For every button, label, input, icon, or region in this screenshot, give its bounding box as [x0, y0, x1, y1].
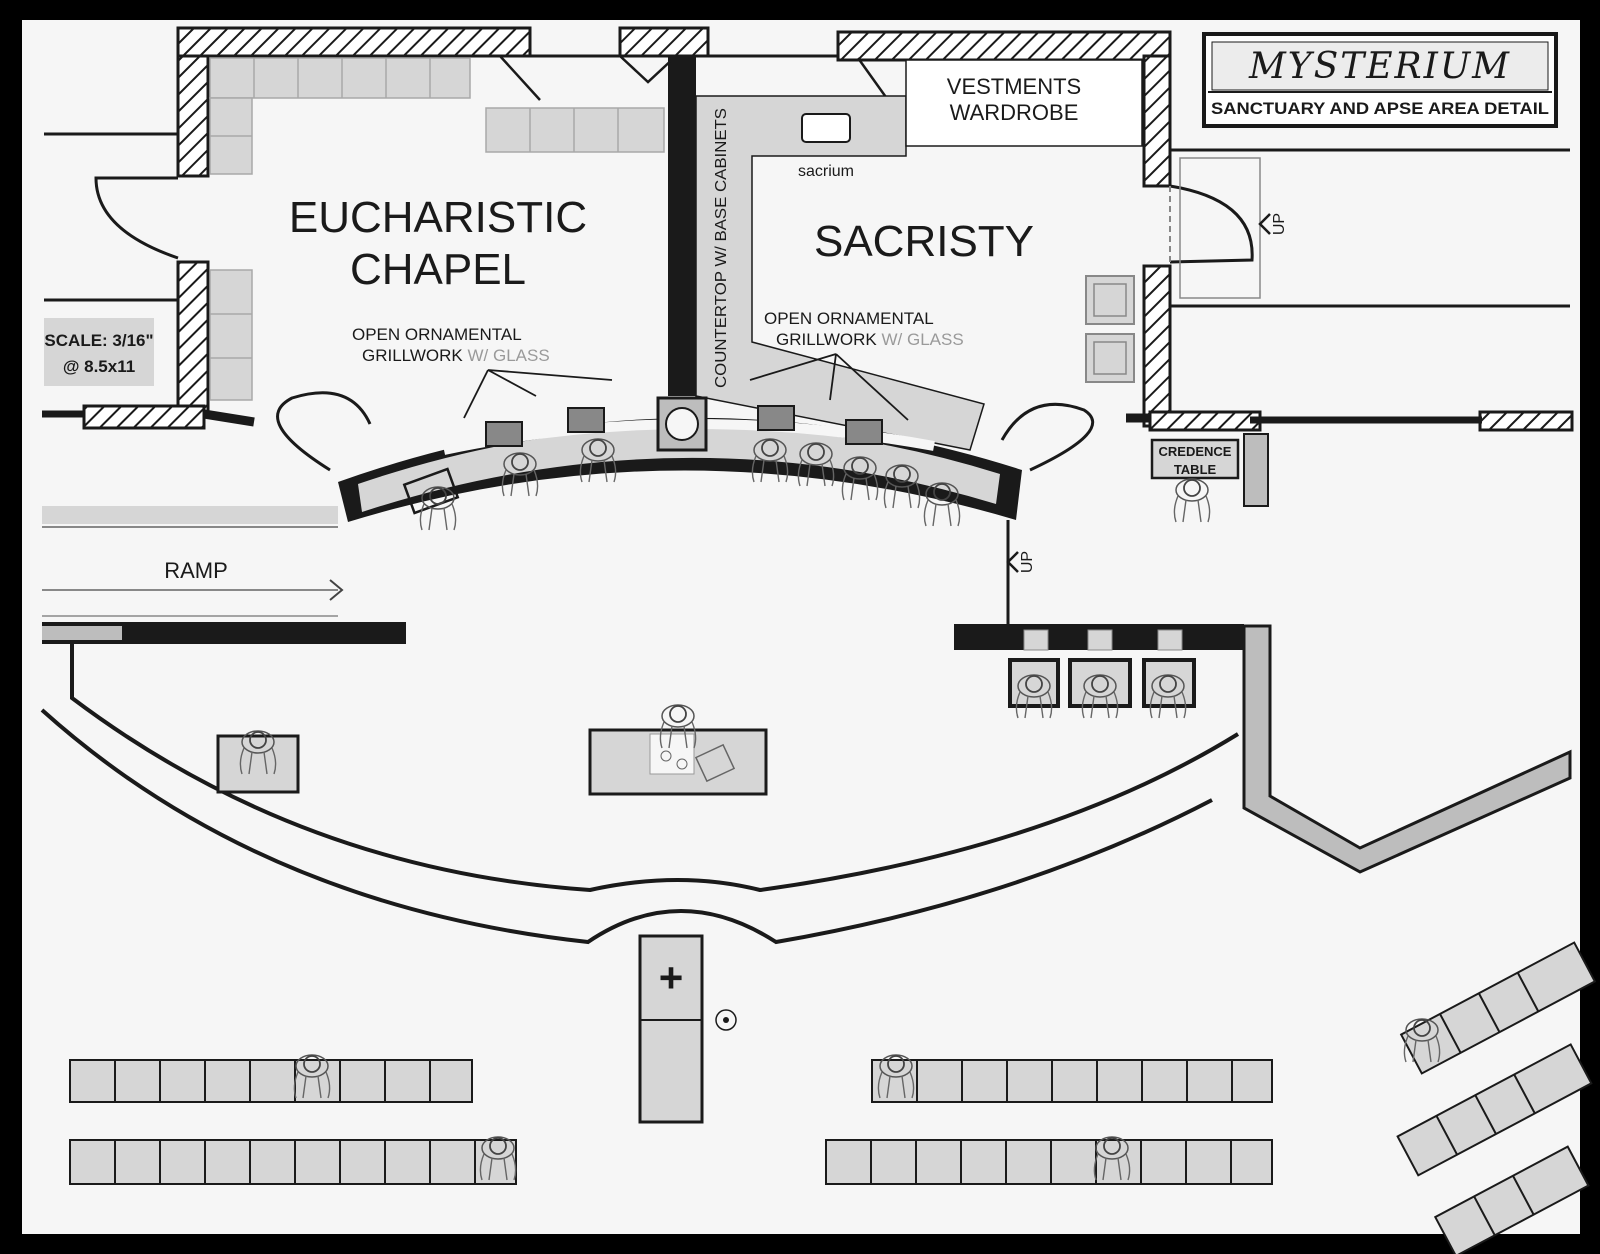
grillwork-left-1: OPEN ORNAMENTAL: [352, 325, 522, 344]
sacrium-label: sacrium: [798, 163, 854, 180]
sanctuary-platform-edge: [70, 644, 1240, 893]
presider-chairs: [954, 624, 1244, 719]
chancel-step-edge: [40, 708, 1213, 945]
scale-line-1: SCALE: 3/16": [44, 331, 153, 350]
vestments-wardrobe: [905, 59, 1143, 147]
angled-pews: [1396, 941, 1597, 1254]
grillwork-right-2: GRILLWORK W/ GLASS: [776, 330, 964, 349]
east-angled-wall: [1242, 624, 1572, 874]
sacristy-east-door: [1169, 184, 1254, 264]
stair-up-arrow-top: UP: [1258, 213, 1288, 235]
countertop-label: COUNTERTOP W/ BASE CABINETS: [713, 108, 730, 388]
grillwork-left-2a: GRILLWORK: [362, 346, 463, 365]
title-block-subtitle: SANCTUARY AND APSE AREA DETAIL: [1211, 99, 1549, 118]
chapel-west-door: [94, 176, 179, 260]
sacrium-basin: [801, 113, 851, 143]
sacristy-label: SACRISTY: [814, 217, 1034, 266]
chapel-label-2: CHAPEL: [350, 245, 526, 294]
grillwork-right-1: OPEN ORNAMENTAL: [764, 309, 934, 328]
ramp-label: RAMP: [164, 558, 228, 583]
font: [638, 934, 704, 1124]
chapel-door: [276, 391, 372, 472]
grillwork-right-2a: GRILLWORK: [776, 330, 877, 349]
ambo: [216, 734, 300, 794]
scale-line-2: @ 8.5x11: [63, 357, 135, 376]
credence-table: [1150, 438, 1240, 480]
grillwork-right-2b: W/ GLASS: [877, 330, 964, 349]
exterior-walls: [42, 26, 1574, 432]
ramp: [42, 506, 406, 644]
grillwork-left-2: GRILLWORK W/ GLASS: [362, 346, 550, 365]
cross-symbol: +: [659, 954, 684, 1001]
pews: [69, 1059, 1273, 1185]
vestments-label-1: VESTMENTS: [947, 74, 1081, 99]
chapel-label-1: EUCHARISTIC: [289, 193, 587, 242]
stair-up-arrow-mid: UP: [1006, 551, 1036, 573]
stair-up-mid-label: UP: [1019, 551, 1036, 573]
credence-label-1: CREDENCE: [1159, 444, 1232, 459]
credence-label-2: TABLE: [1174, 462, 1217, 477]
sacristy-door: [1000, 402, 1095, 472]
vestments-label-2: WARDROBE: [950, 100, 1079, 125]
grillwork-left-2b: W/ GLASS: [463, 346, 550, 365]
title-block: [1202, 32, 1558, 128]
partition-wall: [668, 56, 696, 396]
scale-note-box: [44, 318, 154, 386]
logo-text: MYSTERIUM: [1248, 46, 1511, 87]
stair-up-top-label: UP: [1271, 213, 1288, 235]
grill-panels: [485, 405, 883, 447]
choir-seating: [402, 438, 961, 531]
